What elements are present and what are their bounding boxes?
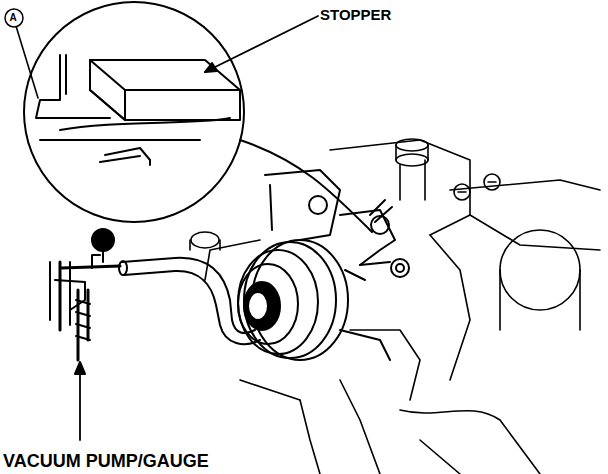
callout-letter: A: [10, 13, 17, 23]
part-label: STOPPER: [320, 7, 391, 22]
part-label: VACUUM PUMP/GAUGE: [3, 452, 209, 470]
